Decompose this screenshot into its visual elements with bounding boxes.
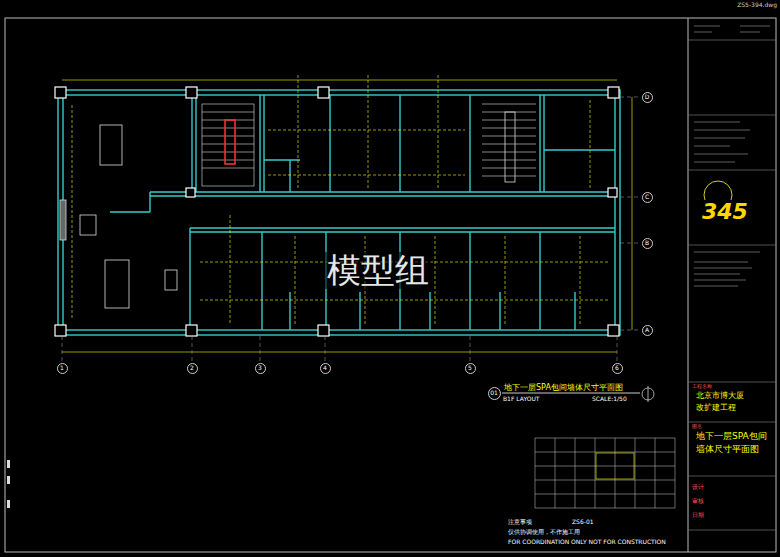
grid-label: 3 bbox=[258, 365, 262, 371]
grid-label: 4 bbox=[323, 365, 327, 371]
grid-label: C bbox=[645, 194, 649, 200]
grid-bubble: 6 bbox=[612, 363, 623, 374]
project-name: 改扩建工程 bbox=[696, 404, 736, 413]
grid-bubble: B bbox=[642, 238, 653, 249]
field-name: 工程名称 bbox=[692, 384, 712, 390]
scale-note: SCALE:1/50 bbox=[592, 396, 627, 403]
note-text: FOR COORDINATION ONLY NOT FOR CONSTRUCTI… bbox=[508, 539, 666, 546]
grid-bubble: A bbox=[642, 325, 653, 336]
grid-bubble: C bbox=[642, 192, 653, 203]
grid-label: 1 bbox=[60, 365, 64, 371]
grid-bubble: D bbox=[642, 92, 653, 103]
drawing-title: 地下一层SPA包间墙体尺寸平面图 bbox=[504, 384, 623, 393]
file-name: ZS5-394.dwg bbox=[737, 2, 777, 9]
sheet-title: 地下一层SPA包间 bbox=[696, 432, 767, 442]
grid-label: 2 bbox=[190, 365, 194, 371]
grid-label: 01 bbox=[490, 390, 498, 396]
grid-bubble: 3 bbox=[255, 363, 266, 374]
grid-bubble: 01 bbox=[488, 387, 501, 400]
project-name: 北京市博大厦 bbox=[696, 392, 744, 401]
watermark: 模型组 bbox=[325, 252, 431, 289]
sheet-title: 墙体尺寸平面图 bbox=[696, 445, 759, 455]
grid-label: 6 bbox=[615, 365, 619, 371]
field-name: 审核 bbox=[692, 498, 704, 505]
drawing-number: ZS6-01 bbox=[572, 519, 594, 526]
grid-bubble: 1 bbox=[57, 363, 68, 374]
grid-label: B bbox=[645, 240, 649, 246]
grid-bubble: 2 bbox=[187, 363, 198, 374]
grid-label: A bbox=[645, 327, 649, 333]
field-name: 设计 bbox=[692, 484, 704, 491]
note-heading: 注意事项 bbox=[508, 519, 532, 526]
field-name: 图名 bbox=[692, 424, 702, 430]
grid-bubble: 5 bbox=[465, 363, 476, 374]
drawing-subtitle: B1F LAYOUT bbox=[503, 396, 540, 403]
grid-label: 5 bbox=[468, 365, 472, 371]
note-text: 仅供协调使用，不作施工用 bbox=[508, 529, 580, 536]
grid-bubble: 4 bbox=[320, 363, 331, 374]
grid-label: D bbox=[645, 94, 650, 100]
field-name: 日期 bbox=[692, 512, 704, 519]
company-logo: 345 bbox=[700, 200, 750, 224]
